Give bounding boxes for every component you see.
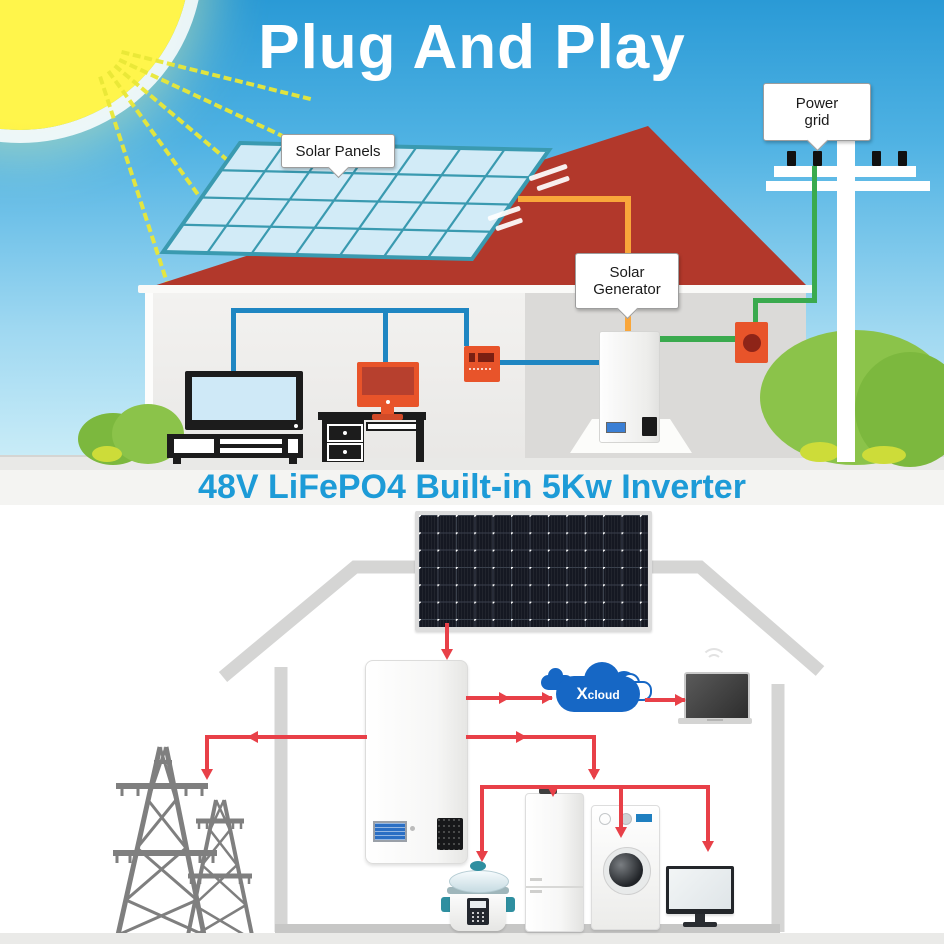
tv-stand-leg	[289, 458, 297, 464]
battery-ports	[437, 818, 463, 850]
load-wire-blue	[231, 308, 469, 313]
utility-pole	[837, 128, 855, 462]
power-grid-label: Power grid	[763, 83, 871, 141]
insulator-icon	[787, 151, 796, 166]
battery-button	[410, 826, 415, 831]
bush-accent	[92, 446, 122, 462]
generator-lcd	[606, 422, 626, 433]
arrow-down-icon	[702, 841, 714, 852]
arrow-right-icon	[499, 692, 510, 704]
arrow-down-icon	[547, 786, 559, 797]
banner: 48V LiFePO4 Built-in 5Kw Inverter	[0, 468, 944, 506]
arrow-down-icon	[201, 769, 213, 780]
grid-wire-green	[657, 336, 737, 342]
rice-cooker-knob	[470, 861, 486, 871]
grid-wire-green	[812, 166, 817, 302]
wall-outlet-box	[735, 322, 768, 363]
bush-accent	[800, 442, 840, 462]
arrow-down-icon	[588, 769, 600, 780]
bush-accent	[862, 446, 906, 464]
tv-stand-leg	[173, 458, 181, 464]
solar-generator-unit	[599, 331, 660, 443]
desk-leg	[416, 420, 424, 462]
load-wire-blue	[383, 308, 388, 362]
laptop	[684, 672, 750, 720]
red-wire-battery-to-loads	[466, 735, 596, 739]
power-grid-label-text: Power grid	[795, 95, 839, 129]
arrow-down-icon	[476, 851, 488, 862]
red-wire-to-washer	[619, 785, 623, 831]
solar-generator-label: Solar Generator	[575, 253, 679, 309]
load-wire-blue	[500, 360, 600, 365]
grid-wire-green	[753, 298, 817, 303]
xcloud-label: Xcloud	[576, 684, 620, 703]
arrow-right-icon	[516, 731, 527, 743]
arrow-right-icon	[675, 694, 686, 706]
red-wire-to-tv	[706, 785, 710, 845]
red-wire-battery-to-grid	[205, 735, 367, 739]
battery-inverter-unit	[365, 660, 468, 864]
monitor-base	[372, 414, 403, 420]
pv-wire-orange	[518, 196, 630, 202]
page-title: Plug And Play	[258, 13, 686, 82]
breaker-box	[464, 346, 500, 382]
rice-cooker-lid	[449, 870, 509, 893]
load-wire-blue	[231, 308, 236, 372]
solar-panel-module	[415, 511, 652, 631]
pole-crossbar	[766, 181, 930, 191]
transmission-towers-icon	[113, 746, 255, 942]
solar-panels-label: Solar Panels	[281, 134, 395, 168]
wifi-icon	[706, 654, 722, 670]
tv-stand	[167, 434, 303, 458]
solar-generator-label-text: Solar Generator	[593, 264, 661, 298]
generator-ports	[642, 417, 657, 436]
desktop-monitor	[357, 362, 419, 407]
monitor-bottom	[666, 866, 734, 914]
arrow-down-icon	[615, 827, 627, 838]
monitor-bottom-stand	[695, 914, 705, 922]
red-wire-pv-to-battery	[445, 623, 449, 653]
pole-crossbar	[774, 166, 916, 177]
washing-machine	[591, 805, 660, 930]
arrow-down-icon	[441, 649, 453, 660]
rice-cooker-handle	[503, 897, 515, 912]
load-wire-blue	[464, 308, 469, 346]
arrow-left-icon	[247, 731, 258, 743]
red-wire-battery-to-loads	[592, 735, 596, 777]
monitor-bottom-base	[683, 922, 717, 927]
xcloud-cloud	[556, 676, 640, 712]
desk-drawers	[322, 420, 364, 462]
ground-strip	[0, 933, 944, 944]
insulator-icon	[872, 151, 881, 166]
roof-eave-trim	[138, 285, 814, 293]
house-corner-trim	[145, 288, 153, 458]
insulator-icon	[898, 151, 907, 166]
arrow-right-icon	[542, 692, 553, 704]
tv-screen	[192, 377, 296, 420]
laptop-base	[678, 718, 752, 724]
red-wire-cloud-to-laptop	[645, 698, 685, 702]
television	[185, 371, 303, 430]
solar-panels-label-text: Solar Panels	[295, 142, 381, 160]
grid-wire-green	[753, 298, 758, 326]
insulator-icon	[813, 151, 822, 166]
monitor-stand	[381, 407, 394, 414]
red-wire-load-bus	[480, 785, 710, 789]
refrigerator	[525, 788, 584, 932]
red-wire-battery-to-grid	[205, 735, 209, 773]
roof-highlight-streaks	[487, 164, 570, 231]
rice-cooker-panel	[467, 898, 489, 925]
red-wire-to-cooker	[480, 785, 484, 855]
wifi-icon	[701, 648, 727, 674]
tv-power-led	[294, 424, 298, 428]
battery-lcd	[373, 821, 407, 842]
